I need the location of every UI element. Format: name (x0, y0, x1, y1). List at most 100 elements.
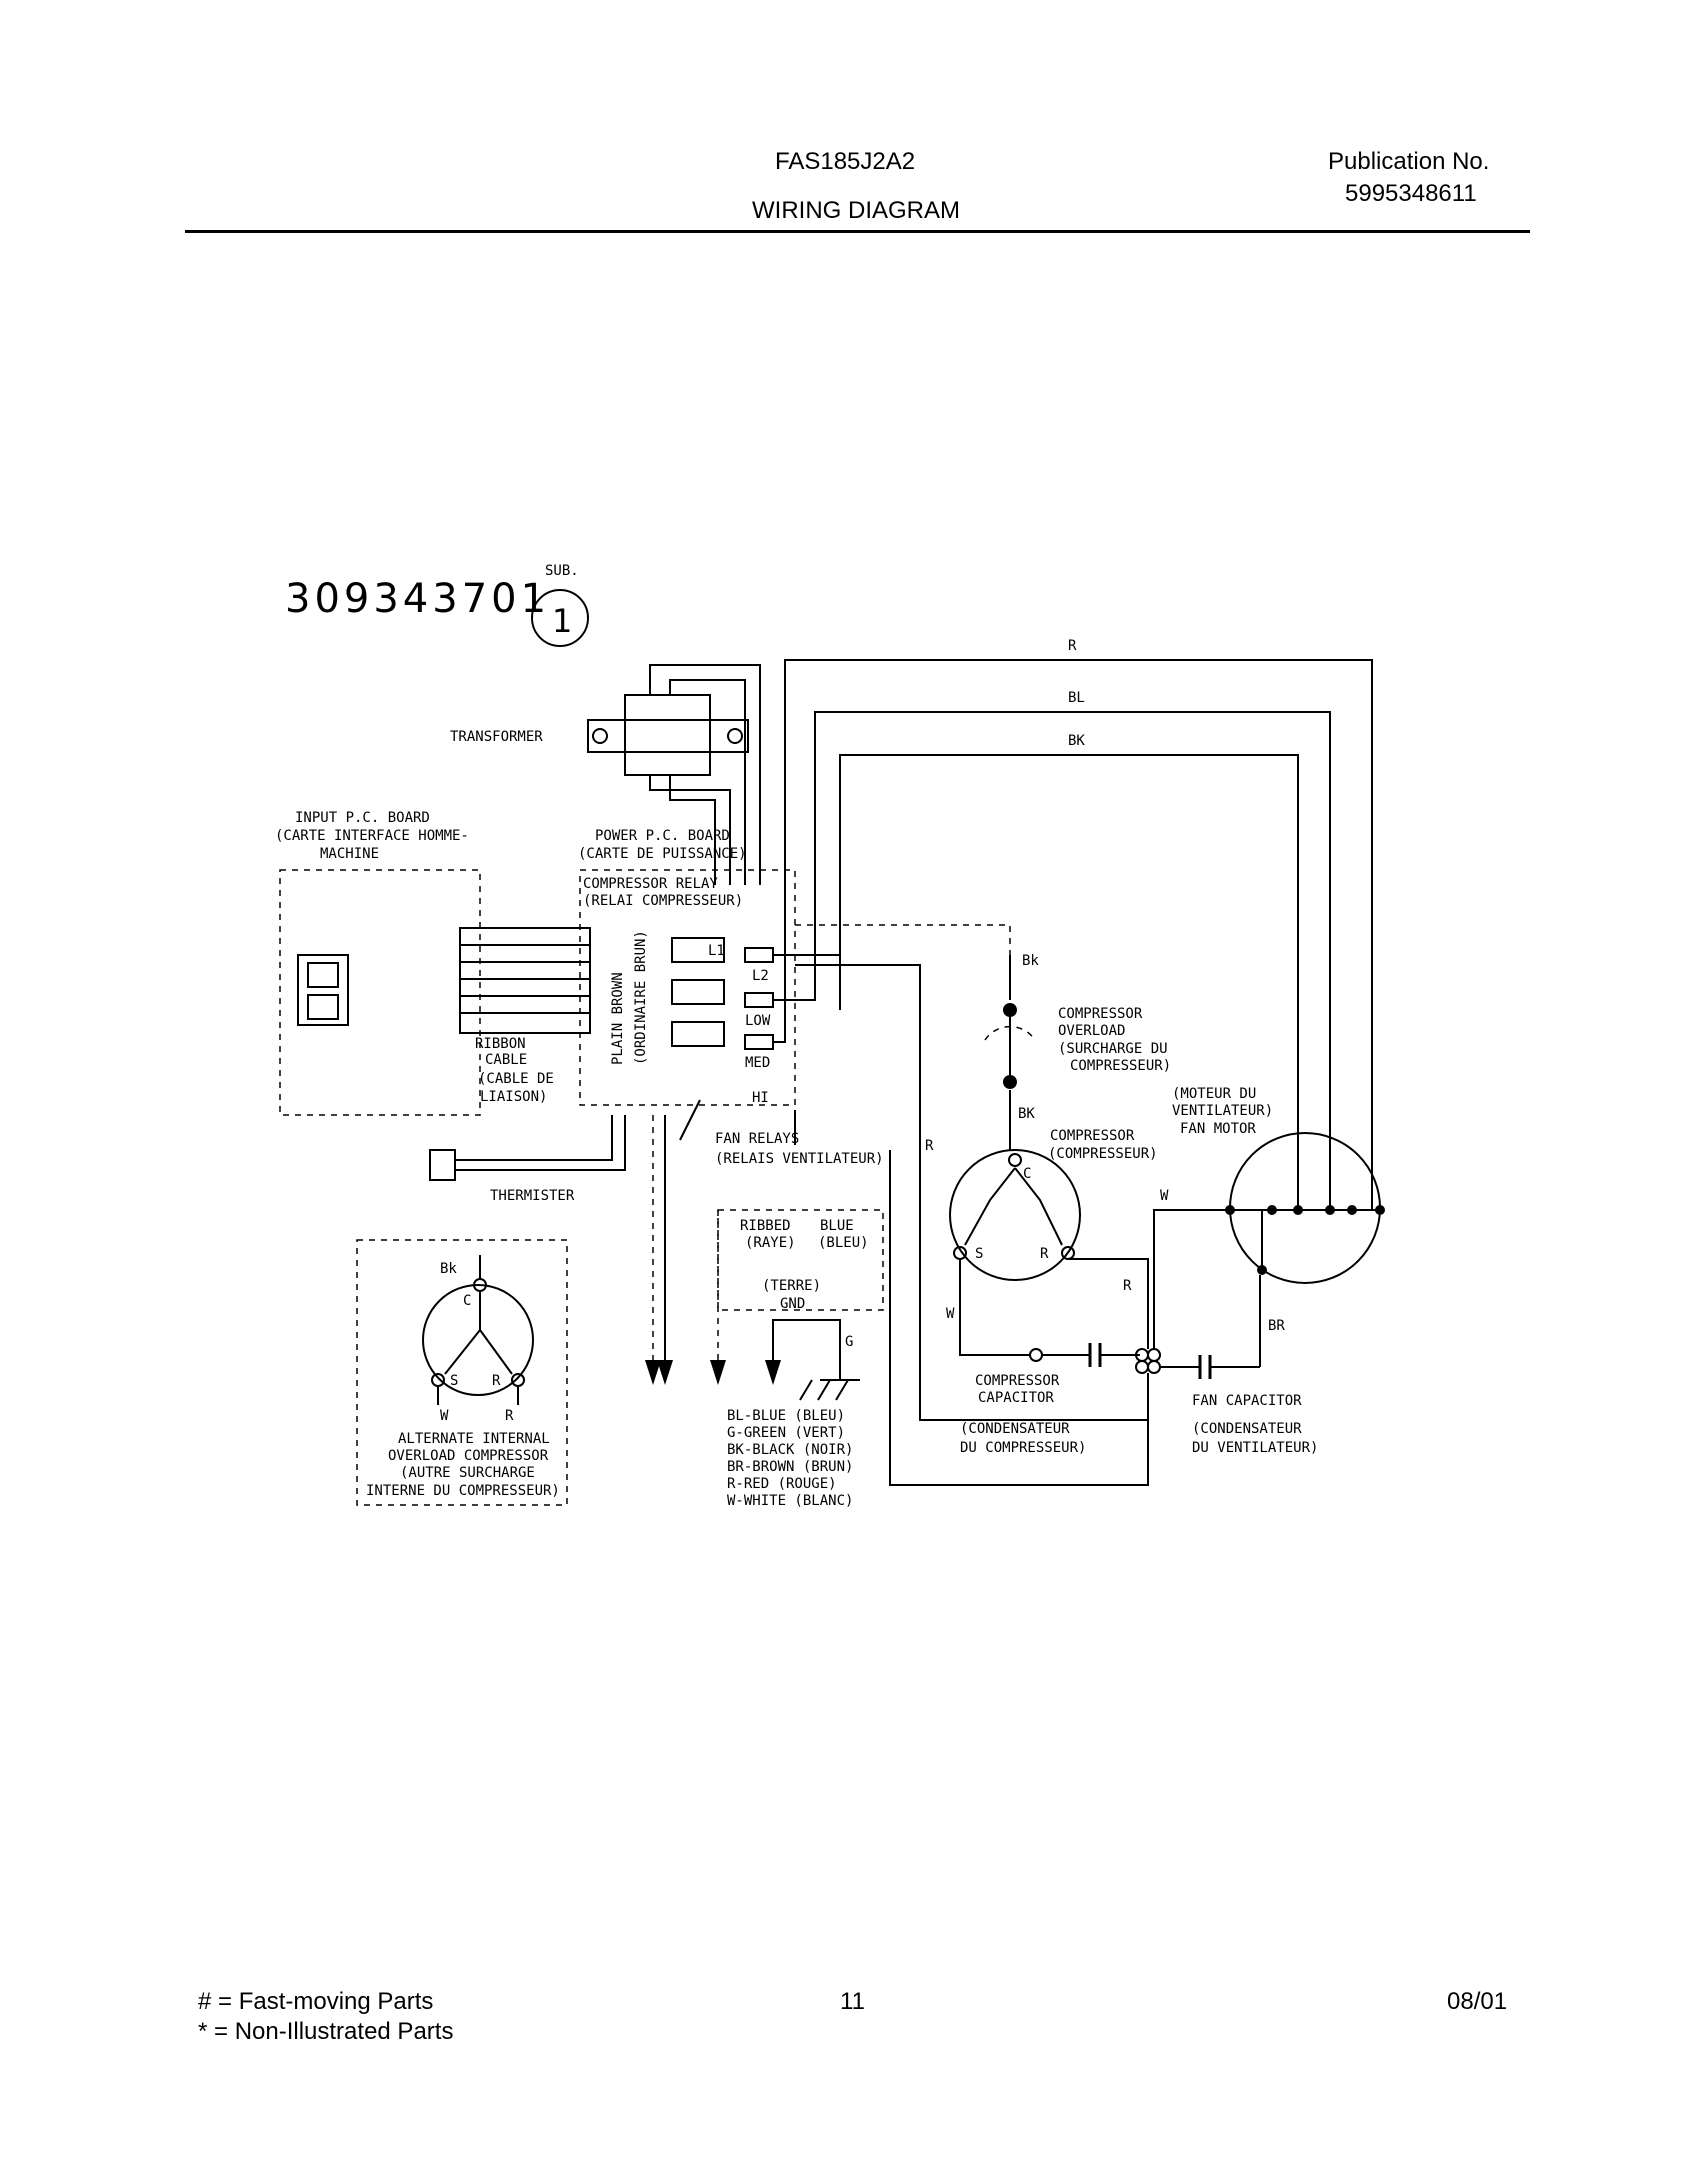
publication-label: Publication No. (1328, 148, 1490, 175)
wire-w-label: W (946, 1306, 955, 1322)
transformer (587, 664, 761, 885)
wire-r-label: R (1068, 638, 1077, 654)
alt-s: S (450, 1373, 458, 1389)
sub-circle (531, 589, 589, 647)
down-arrows (645, 1115, 860, 1401)
terre-label: (TERRE) (762, 1278, 821, 1294)
alt-w: W (440, 1408, 449, 1424)
overload-label-1: COMPRESSOR (1058, 1006, 1143, 1022)
revision-date: 08/01 (1447, 1988, 1508, 2015)
alternate-compressor (422, 1255, 534, 1405)
fan-motor (1225, 1132, 1385, 1284)
page-number: 11 (840, 1988, 865, 2015)
legend-item: BR-BROWN (BRUN) (727, 1459, 853, 1475)
capacitor-wiring (889, 1150, 1261, 1486)
supply-wires (784, 659, 1373, 1210)
input-board-label-3: MACHINE (320, 846, 379, 862)
fan-w-label: W (1160, 1188, 1169, 1204)
fan-motor-label-1: (MOTEUR DU (1172, 1086, 1256, 1102)
alt-r: R (492, 1373, 501, 1389)
publication-number: 5995348611 (1345, 180, 1477, 207)
wire-bl-label: BL (1068, 690, 1085, 706)
compressor-label-1: COMPRESSOR (1050, 1128, 1135, 1144)
power-board (579, 869, 796, 1106)
compressor-s: S (975, 1246, 983, 1262)
bk-label-upper: BK (1018, 1106, 1035, 1122)
header-rule (185, 230, 1530, 233)
power-board-label-2: (CARTE DE PUISSANCE) (578, 846, 747, 862)
terminal-low: LOW (745, 1013, 771, 1029)
fan-motor-label-2: VENTILATEUR) (1172, 1103, 1273, 1119)
alt-c: C (463, 1293, 471, 1309)
alt-label-4: INTERNE DU COMPRESSEUR) (366, 1483, 560, 1499)
comp-capacitor-label-2: CAPACITOR (978, 1390, 1054, 1406)
legend-item: R-RED (ROUGE) (727, 1476, 837, 1492)
alt-label-2: OVERLOAD COMPRESSOR (388, 1448, 549, 1464)
fan-relays-pointer (679, 1099, 701, 1141)
fan-motor-label-3: FAN MOTOR (1180, 1121, 1256, 1137)
power-board-label-1: POWER P.C. BOARD (595, 828, 730, 844)
alt-bk-label: Bk (440, 1261, 457, 1277)
sub-number: 1 (552, 602, 572, 640)
bk-label-short: Bk (1022, 953, 1039, 969)
wire-r-label-side: R (925, 1138, 934, 1154)
ribbon-label-3: (CABLE DE (478, 1071, 554, 1087)
legend-item: W-WHITE (BLANC) (727, 1493, 853, 1509)
input-board-label-2: (CARTE INTERFACE HOMME- (275, 828, 469, 844)
board-wires (773, 924, 1148, 1421)
section-title: WIRING DIAGRAM (752, 197, 960, 224)
compressor-label-2: (COMPRESSEUR) (1048, 1146, 1158, 1162)
overload-label-3: (SURCHARGE DU (1058, 1041, 1168, 1057)
display-digits (297, 954, 349, 1026)
fan-relays-label-1: FAN RELAYS (715, 1131, 799, 1147)
input-board (279, 869, 481, 1116)
overload-label-2: OVERLOAD (1058, 1023, 1125, 1039)
input-board-label-1: INPUT P.C. BOARD (295, 810, 430, 826)
compressor-c: C (1023, 1166, 1031, 1182)
ribbon-cable (459, 927, 591, 1034)
fan-capacitor-label-3: DU VENTILATEUR) (1192, 1440, 1318, 1456)
compressor-overload (984, 955, 1036, 1150)
ribbed-label-2: (RAYE) (745, 1235, 796, 1251)
ribbon-label-1: RIBBON (475, 1036, 526, 1052)
legend-item: BK-BLACK (NOIR) (727, 1442, 853, 1458)
model-number: FAS185J2A2 (775, 148, 916, 175)
compressor (949, 1149, 1081, 1281)
compressor-r: R (1040, 1246, 1049, 1262)
fan-capacitor-label-1: FAN CAPACITOR (1192, 1393, 1302, 1409)
part-number: 309343701 (285, 576, 550, 622)
thermister-label: THERMISTER (490, 1188, 575, 1204)
plain-brown-label-2: (ORDINAIRE BRUN) (633, 930, 649, 1065)
plain-brown-label-1: PLAIN BROWN (610, 972, 626, 1065)
ribbon-label-4: LIAISON) (480, 1089, 547, 1105)
ribbed-label-1: RIBBED (740, 1218, 791, 1234)
alternate-overload-box (356, 1239, 568, 1506)
comp-relay-label-1: COMPRESSOR RELAY (583, 876, 718, 892)
comp-relay-label-2: (RELAI COMPRESSEUR) (583, 893, 743, 909)
comp-capacitor-label-3: (CONDENSATEUR (960, 1421, 1070, 1437)
terminal-med: MED (745, 1055, 770, 1071)
ground-box (717, 1209, 884, 1311)
terminal-hi: HI (752, 1090, 769, 1106)
comp-capacitor-label-1: COMPRESSOR (975, 1373, 1060, 1389)
overload-label-4: COMPRESSEUR) (1070, 1058, 1171, 1074)
alt-label-3: (AUTRE SURCHARGE (400, 1465, 535, 1481)
color-legend: BL-BLUE (BLEU) G-GREEN (VERT) BK-BLACK (… (727, 1408, 853, 1509)
alt-label-1: ALTERNATE INTERNAL (398, 1431, 550, 1447)
terminal-l1: L1 (708, 943, 725, 959)
terminal-l2: L2 (752, 968, 769, 984)
comp-capacitor-label-4: DU COMPRESSEUR) (960, 1440, 1086, 1456)
fan-relays-label-2: (RELAIS VENTILATEUR) (715, 1151, 884, 1167)
ribbon-label-2: CABLE (485, 1052, 527, 1068)
transformer-label: TRANSFORMER (450, 729, 543, 745)
non-illustrated-note: * = Non-Illustrated Parts (198, 2018, 454, 2045)
legend-item: BL-BLUE (BLEU) (727, 1408, 845, 1424)
legend-item: G-GREEN (VERT) (727, 1425, 845, 1441)
wire-bk-label: BK (1068, 733, 1085, 749)
sub-label: SUB. (545, 563, 579, 579)
blue-label-2: (BLEU) (818, 1235, 869, 1251)
g-label: G (845, 1334, 853, 1350)
fast-moving-note: # = Fast-moving Parts (198, 1988, 434, 2015)
gnd-label: GND (780, 1296, 805, 1312)
fan-br-label: BR (1268, 1318, 1285, 1334)
